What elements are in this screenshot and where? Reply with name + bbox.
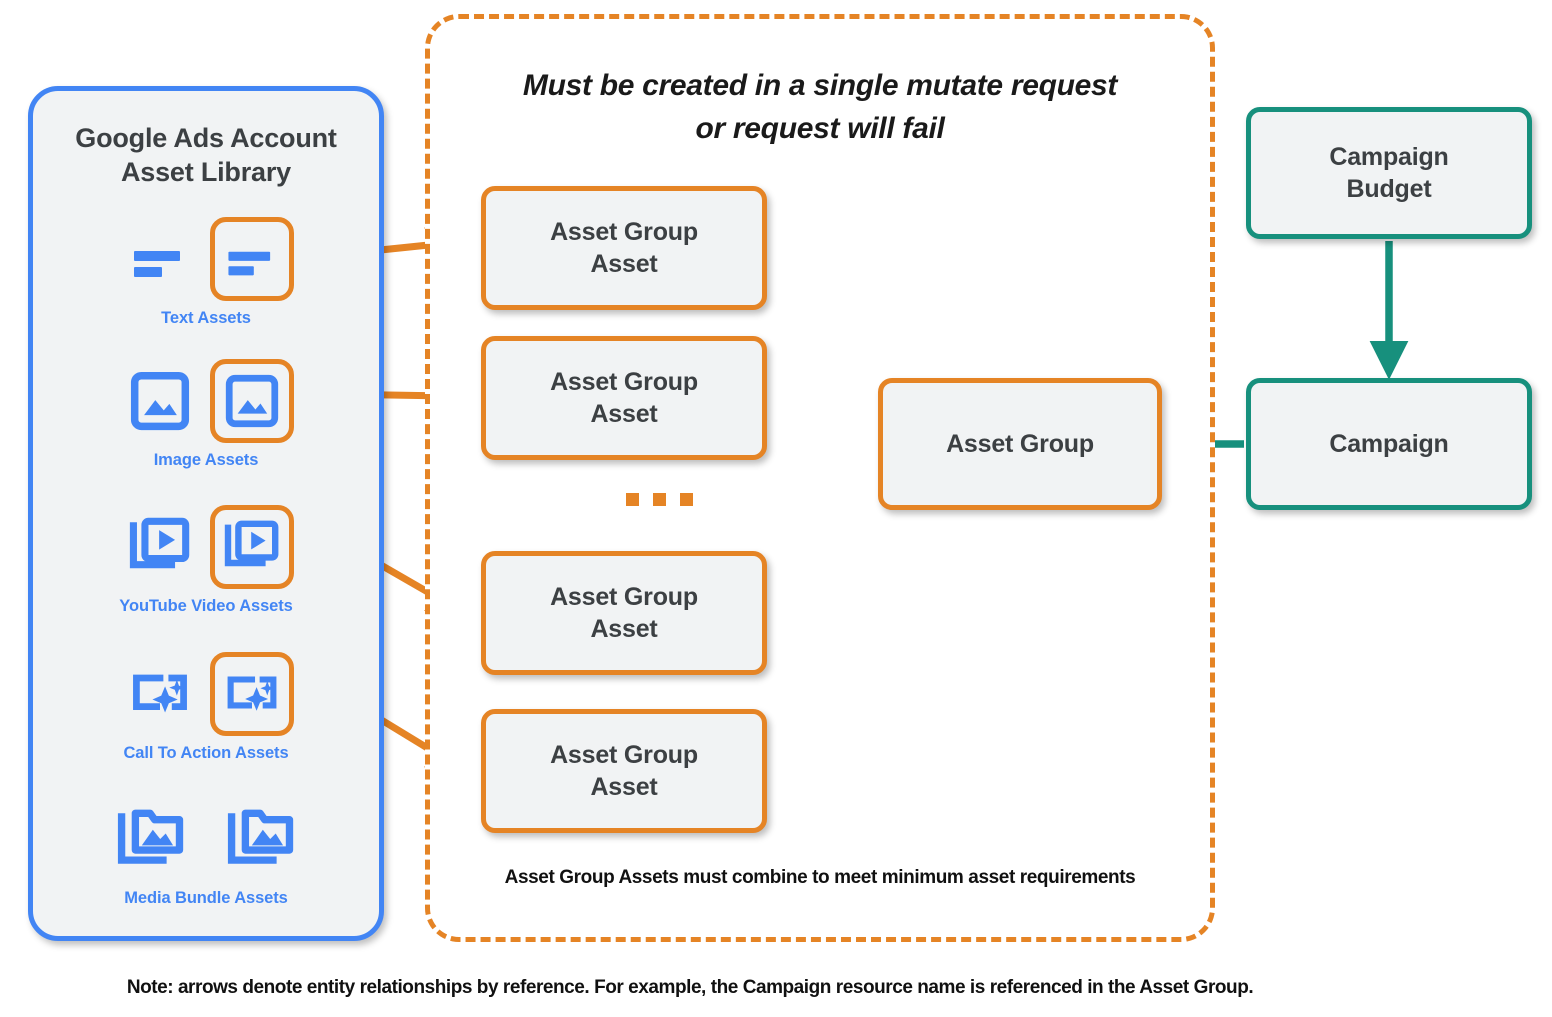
- asset-row-text[interactable]: Text Assets: [33, 211, 379, 328]
- aga-4-line1: Asset Group: [550, 741, 698, 769]
- mutate-header-note: Must be created in a single mutate reque…: [454, 65, 1186, 150]
- aga-1-line1: Asset Group: [550, 218, 698, 246]
- ellipsis-dot-3: [680, 493, 693, 506]
- node-campaign[interactable]: Campaign: [1246, 378, 1532, 510]
- node-asset-group-asset-4[interactable]: Asset Group Asset: [481, 709, 767, 833]
- page-title: Google Ads Account Asset Library: [33, 121, 379, 189]
- asset-library-panel: Google Ads Account Asset Library: [28, 86, 384, 941]
- aga-2-line2: Asset: [590, 400, 658, 428]
- text-asset-icon: [118, 217, 202, 301]
- node-asset-group[interactable]: Asset Group: [878, 378, 1162, 510]
- image-asset-icon-selected[interactable]: [210, 359, 294, 443]
- aga-4-line2: Asset: [590, 773, 658, 801]
- asset-row-youtube-video[interactable]: YouTube Video Assets: [33, 499, 379, 616]
- image-asset-icon: [118, 359, 202, 443]
- asset-caption-image: Image Assets: [153, 451, 259, 469]
- asset-caption-call-to-action: Call To Action Assets: [123, 744, 289, 762]
- call-to-action-asset-icon-selected[interactable]: [210, 652, 294, 736]
- ellipsis-dot-1: [626, 493, 639, 506]
- aga-1-line2: Asset: [590, 250, 658, 278]
- asset-row-image[interactable]: Image Assets: [33, 353, 379, 470]
- aga-3-line1: Asset Group: [550, 583, 698, 611]
- node-asset-group-asset-3[interactable]: Asset Group Asset: [481, 551, 767, 675]
- library-title-line2: Asset Library: [121, 157, 291, 188]
- mutate-header-line1: Must be created in a single mutate reque…: [522, 69, 1118, 102]
- text-asset-icon-selected[interactable]: [210, 217, 294, 301]
- youtube-video-asset-icon-selected[interactable]: [210, 505, 294, 589]
- mutate-footer-note: Asset Group Assets must combine to meet …: [504, 867, 1136, 888]
- media-bundle-asset-icon-2: [219, 797, 303, 881]
- asset-row-media-bundle[interactable]: Media Bundle Assets: [33, 791, 379, 908]
- asset-caption-text: Text Assets: [161, 309, 251, 327]
- media-bundle-asset-icon: [109, 797, 193, 881]
- node-asset-group-asset-2[interactable]: Asset Group Asset: [481, 336, 767, 460]
- diagram-footnote: Note: arrows denote entity relationships…: [126, 977, 1254, 998]
- asset-caption-media-bundle: Media Bundle Assets: [124, 889, 288, 907]
- call-to-action-asset-icon: [118, 652, 202, 736]
- ellipsis-dot-2: [653, 493, 666, 506]
- node-asset-group-asset-1[interactable]: Asset Group Asset: [481, 186, 767, 310]
- asset-caption-youtube-video: YouTube Video Assets: [119, 597, 293, 615]
- mutate-header-line2: or request will fail: [695, 111, 945, 145]
- campaign-label: Campaign: [1329, 430, 1449, 458]
- aga-3-line2: Asset: [590, 615, 658, 643]
- asset-group-label: Asset Group: [946, 430, 1094, 458]
- library-title-line1: Google Ads Account: [75, 123, 337, 153]
- campaign-budget-line1: Campaign: [1329, 143, 1449, 171]
- asset-row-call-to-action[interactable]: Call To Action Assets: [33, 646, 379, 763]
- campaign-budget-line2: Budget: [1346, 175, 1432, 203]
- youtube-video-asset-icon: [118, 505, 202, 589]
- aga-2-line1: Asset Group: [550, 368, 698, 396]
- node-campaign-budget[interactable]: Campaign Budget: [1246, 107, 1532, 239]
- ellipsis-indicator: [626, 493, 693, 506]
